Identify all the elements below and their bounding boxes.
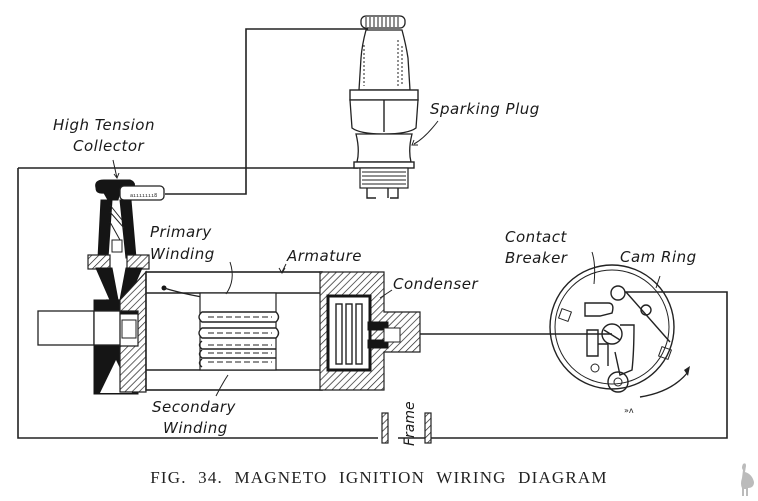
label-sparking-plug: Sparking Plug — [430, 100, 540, 118]
svg-text:»ʌ: »ʌ — [624, 406, 634, 415]
plug-electrodes — [366, 188, 399, 199]
secondary-coil — [208, 316, 272, 363]
label-breaker: Breaker — [505, 249, 568, 267]
plug-thread — [359, 167, 409, 189]
figure-caption: FIG. 34. MAGNETO IGNITION WIRING DIAGRAM — [150, 468, 608, 487]
label-contact: Contact — [505, 228, 567, 246]
label-collector: Collector — [73, 137, 145, 155]
contact-breaker-assembly: »ʌ — [549, 264, 690, 415]
label-high-tension: High Tension — [53, 116, 155, 134]
emu-icon — [741, 463, 754, 496]
windings — [198, 292, 280, 371]
cam-ring — [549, 264, 675, 390]
label-primary: Primary — [150, 223, 212, 241]
frame-earth: Frame — [381, 401, 432, 446]
leader-lines — [112, 120, 661, 397]
plug-hex-nut — [349, 89, 419, 101]
svg-text:aııııııı8: aııııııı8 — [130, 193, 157, 199]
earth-return-wire-right — [398, 291, 728, 439]
shaft-coupling — [93, 310, 121, 346]
label-primary-winding: Winding — [150, 245, 215, 263]
label-cam-ring: Cam Ring — [620, 248, 697, 266]
label-secondary: Secondary — [152, 398, 237, 416]
frame-label: Frame — [402, 401, 418, 446]
high-tension-lead — [165, 28, 368, 195]
label-secondary-winding: Winding — [163, 419, 228, 437]
label-condenser: Condenser — [393, 275, 478, 293]
sparking-plug — [349, 15, 419, 199]
label-armature: Armature — [286, 247, 362, 265]
drive-shaft — [37, 310, 95, 346]
wiring — [17, 28, 728, 439]
earth-return-wire — [17, 168, 378, 439]
